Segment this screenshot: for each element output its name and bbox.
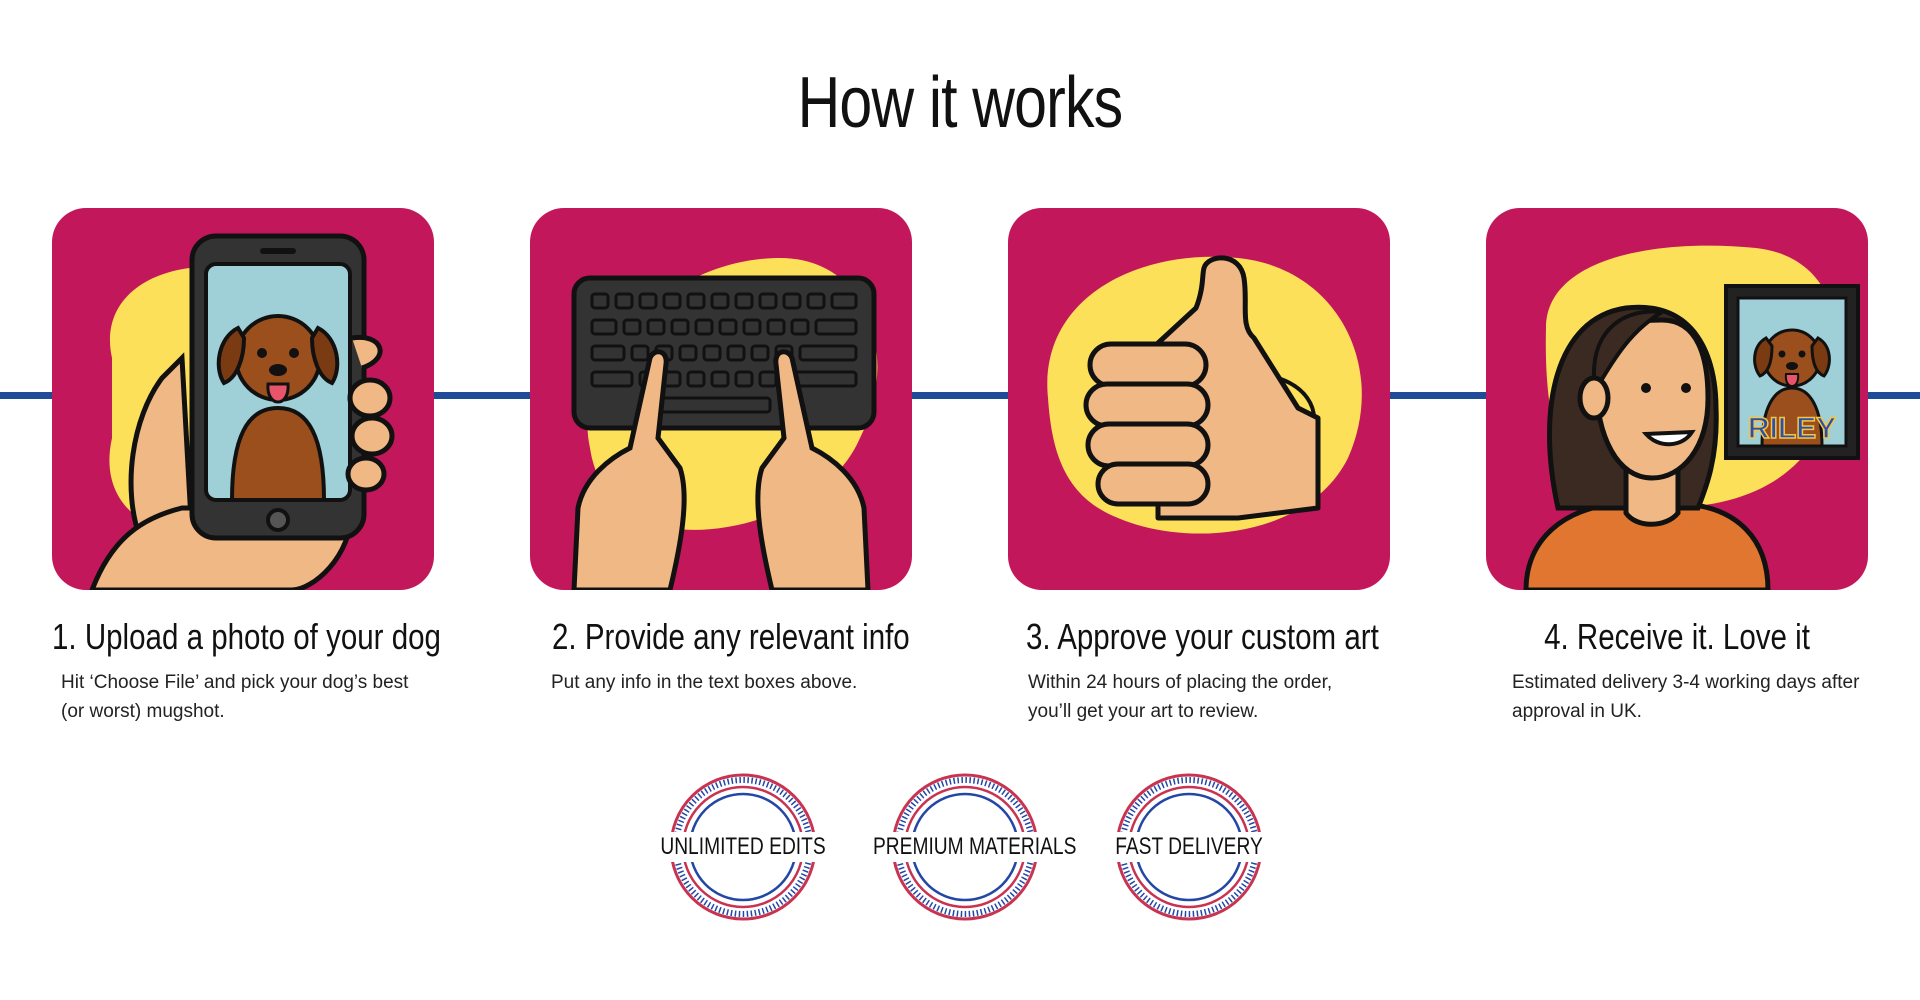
phone-dog-photo-icon [89, 233, 395, 590]
step-3-description: Within 24 hours of placing the order, yo… [1028, 672, 1333, 722]
badge-label: FAST DELIVERY [1097, 832, 1281, 862]
step-2-description: Put any info in the text boxes above. [551, 672, 858, 693]
page-title: How it works [797, 63, 1124, 143]
step-2-illustration [530, 208, 912, 590]
step-1-illustration [52, 208, 434, 590]
step-4-illustration: RILEY [1486, 208, 1868, 590]
feature-badges: UNLIMITED EDITS PREMIUM MATERIALS FAST D… [0, 772, 1920, 922]
portrait-name-plate: RILEY [1748, 412, 1836, 445]
step-approve-art: 3. Approve your custom art Within 24 hou… [1008, 208, 1390, 726]
badge-fast-delivery: FAST DELIVERY [1097, 772, 1281, 922]
step-3-illustration [1008, 208, 1390, 590]
thumbs-up-icon [1047, 255, 1362, 534]
step-1-description: Hit ‘Choose File’ and pick your dog’s be… [61, 672, 409, 722]
woman-with-portrait-icon: RILEY [1523, 245, 1860, 590]
step-1-title: 1. Upload a photo of your dog [52, 616, 441, 657]
step-4-title: 4. Receive it. Love it [1544, 616, 1810, 657]
badge-unlimited-edits: UNLIMITED EDITS [651, 772, 835, 922]
badge-label: PREMIUM MATERIALS [873, 832, 1077, 862]
step-2-title: 2. Provide any relevant info [552, 616, 910, 657]
keyboard-typing-icon [571, 258, 878, 590]
step-provide-info: 2. Provide any relevant info Put any inf… [530, 208, 912, 697]
timeline-line [0, 392, 1920, 399]
badge-premium-materials: PREMIUM MATERIALS [873, 772, 1076, 922]
step-receive-it: RILEY 4. Receive it. Love it Estimated d… [1486, 208, 1868, 726]
badge-label: UNLIMITED EDITS [651, 832, 835, 862]
step-3-title: 3. Approve your custom art [1026, 616, 1379, 657]
step-upload-photo: 1. Upload a photo of your dog Hit ‘Choos… [52, 208, 441, 726]
step-4-description: Estimated delivery 3-4 working days afte… [1512, 672, 1860, 722]
